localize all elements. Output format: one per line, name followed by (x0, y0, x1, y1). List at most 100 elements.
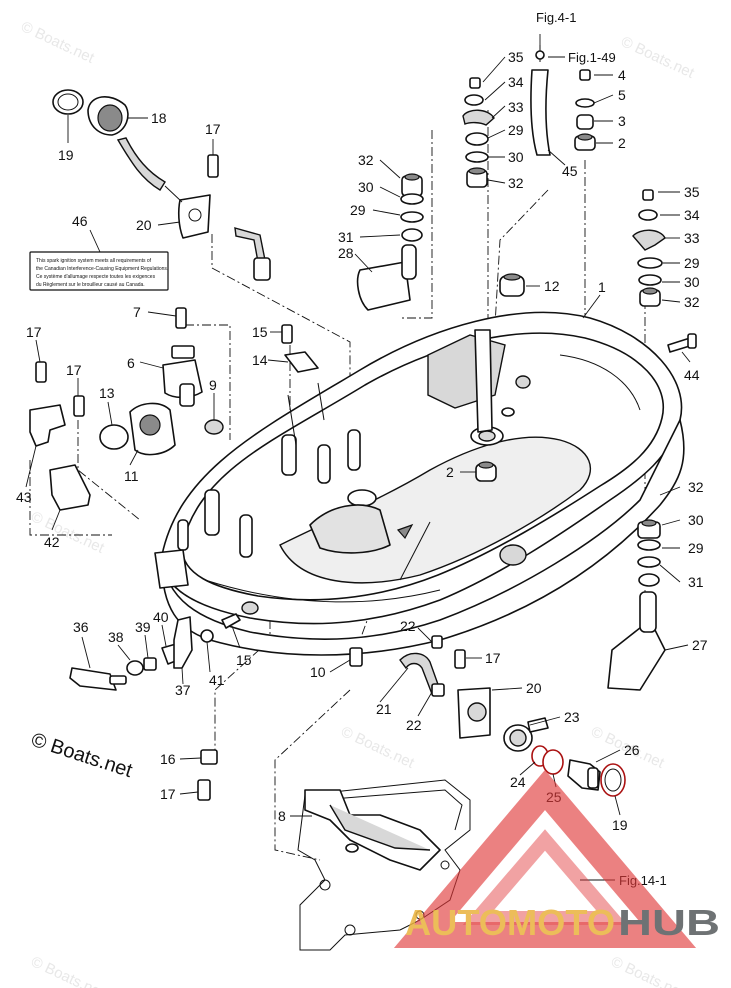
label-36: 36 (73, 619, 89, 635)
label-1: 1 (598, 279, 606, 295)
label-17c: 17 (66, 362, 82, 378)
label-23: 23 (564, 709, 580, 725)
label-32c: 32 (684, 294, 700, 310)
label-30b: 30 (358, 179, 374, 195)
label-15a: 15 (252, 324, 268, 340)
label-3: 3 (618, 113, 626, 129)
label-32d: 32 (688, 479, 704, 495)
label-41: 41 (209, 672, 225, 688)
svg-text:Ce système d'allumage respecte: Ce système d'allumage respecte toutes le… (36, 274, 156, 280)
label-26: 26 (624, 742, 640, 758)
svg-text:© Boats.net: © Boats.net (608, 953, 687, 988)
label-2b: 2 (446, 464, 454, 480)
label-37: 37 (175, 682, 191, 698)
label-34b: 34 (684, 207, 700, 223)
label-10: 10 (310, 664, 326, 680)
label-20a: 20 (136, 217, 152, 233)
svg-text:the Canadian Interference-Caus: the Canadian Interference-Causing Equipm… (36, 266, 168, 272)
brand-auto-text: AUTOMOTO (405, 902, 615, 943)
label-46: 46 (72, 213, 88, 229)
decal-46: This spark ignition system meets all req… (29, 251, 169, 291)
label-30d: 30 (688, 512, 704, 528)
label-17e: 17 (485, 650, 501, 666)
svg-text:© Boats.net: © Boats.net (28, 953, 107, 988)
label-22b: 22 (406, 717, 422, 733)
label-33a: 33 (508, 99, 524, 115)
label-29d: 29 (688, 540, 704, 556)
label-29b: 29 (350, 202, 366, 218)
wire-grommet-assembly (52, 89, 271, 281)
label-22a: 22 (400, 618, 416, 634)
label-39: 39 (135, 619, 151, 635)
label-40: 40 (153, 609, 169, 625)
grommet-12 (499, 273, 525, 297)
label-32b: 32 (358, 152, 374, 168)
label-38: 38 (108, 629, 124, 645)
label-45: 45 (562, 163, 578, 179)
right-stack-parts (632, 189, 666, 307)
label-32a: 32 (508, 175, 524, 191)
label-11: 11 (124, 468, 139, 484)
label-29a: 29 (508, 122, 524, 138)
grommet-2-lower (475, 461, 497, 482)
label-42: 42 (44, 534, 60, 550)
label-24: 24 (510, 774, 526, 790)
label-29c: 29 (684, 255, 700, 271)
bolt-44 (667, 333, 697, 353)
label-43: 43 (16, 489, 32, 505)
label-27: 27 (692, 637, 708, 653)
label-30c: 30 (684, 274, 700, 290)
lower-pan-outline (297, 779, 471, 951)
label-19b: 19 (612, 817, 628, 833)
label-8: 8 (278, 808, 286, 824)
lower-left-parts (69, 613, 241, 801)
part-labels: Fig.4-1 Fig.1-49 Fig.14-1 35 34 33 29 30… (16, 10, 708, 888)
label-44: 44 (684, 367, 700, 383)
svg-text:© Boats.net: © Boats.net (28, 508, 107, 557)
label-30a: 30 (508, 149, 524, 165)
automotohub-logo: AUTOMOTO HUB (393, 769, 720, 948)
copyright-text: © Boats.net (28, 729, 135, 782)
label-13: 13 (99, 385, 115, 401)
label-6: 6 (127, 355, 135, 371)
label-35b: 35 (684, 184, 700, 200)
right-lower-parts (607, 519, 666, 691)
label-14: 14 (252, 352, 268, 368)
bottom-cowling (154, 311, 685, 656)
svg-text:© Boats.net: © Boats.net (18, 18, 97, 67)
label-12: 12 (544, 278, 560, 294)
label-21: 21 (376, 701, 392, 717)
upper-center-parts (462, 45, 551, 188)
label-17b: 17 (26, 324, 42, 340)
svg-text:du Règlement sur le brouilleur: du Règlement sur le brouilleur causé au … (36, 282, 145, 288)
label-33b: 33 (684, 230, 700, 246)
label-7: 7 (133, 304, 141, 320)
left-parts (29, 154, 319, 511)
bracket-8 (304, 789, 441, 871)
label-17a: 17 (205, 121, 221, 137)
brand-hub-text: HUB (618, 902, 720, 943)
label-9: 9 (209, 377, 217, 393)
label-31b: 31 (688, 574, 704, 590)
svg-text:© Boats.net: © Boats.net (618, 33, 697, 82)
label-17d: 17 (160, 786, 176, 802)
label-20b: 20 (526, 680, 542, 696)
label-2a: 2 (618, 135, 626, 151)
label-15b: 15 (236, 652, 252, 668)
ref-fig1-49: Fig.1-49 (568, 50, 616, 65)
leader-lines (25, 34, 691, 881)
label-19a: 19 (58, 147, 74, 163)
ref-fig4-1: Fig.4-1 (536, 10, 576, 25)
label-35a: 35 (508, 49, 524, 65)
svg-text:This spark ignition system mee: This spark ignition system meets all req… (36, 258, 152, 264)
label-31a: 31 (338, 229, 354, 245)
right-top-parts (574, 69, 596, 151)
label-18: 18 (151, 110, 167, 126)
left-upper-parts (356, 173, 424, 311)
label-5: 5 (618, 87, 626, 103)
label-4: 4 (618, 67, 626, 83)
label-34a: 34 (508, 74, 524, 90)
label-16: 16 (160, 751, 176, 767)
label-28: 28 (338, 245, 354, 261)
